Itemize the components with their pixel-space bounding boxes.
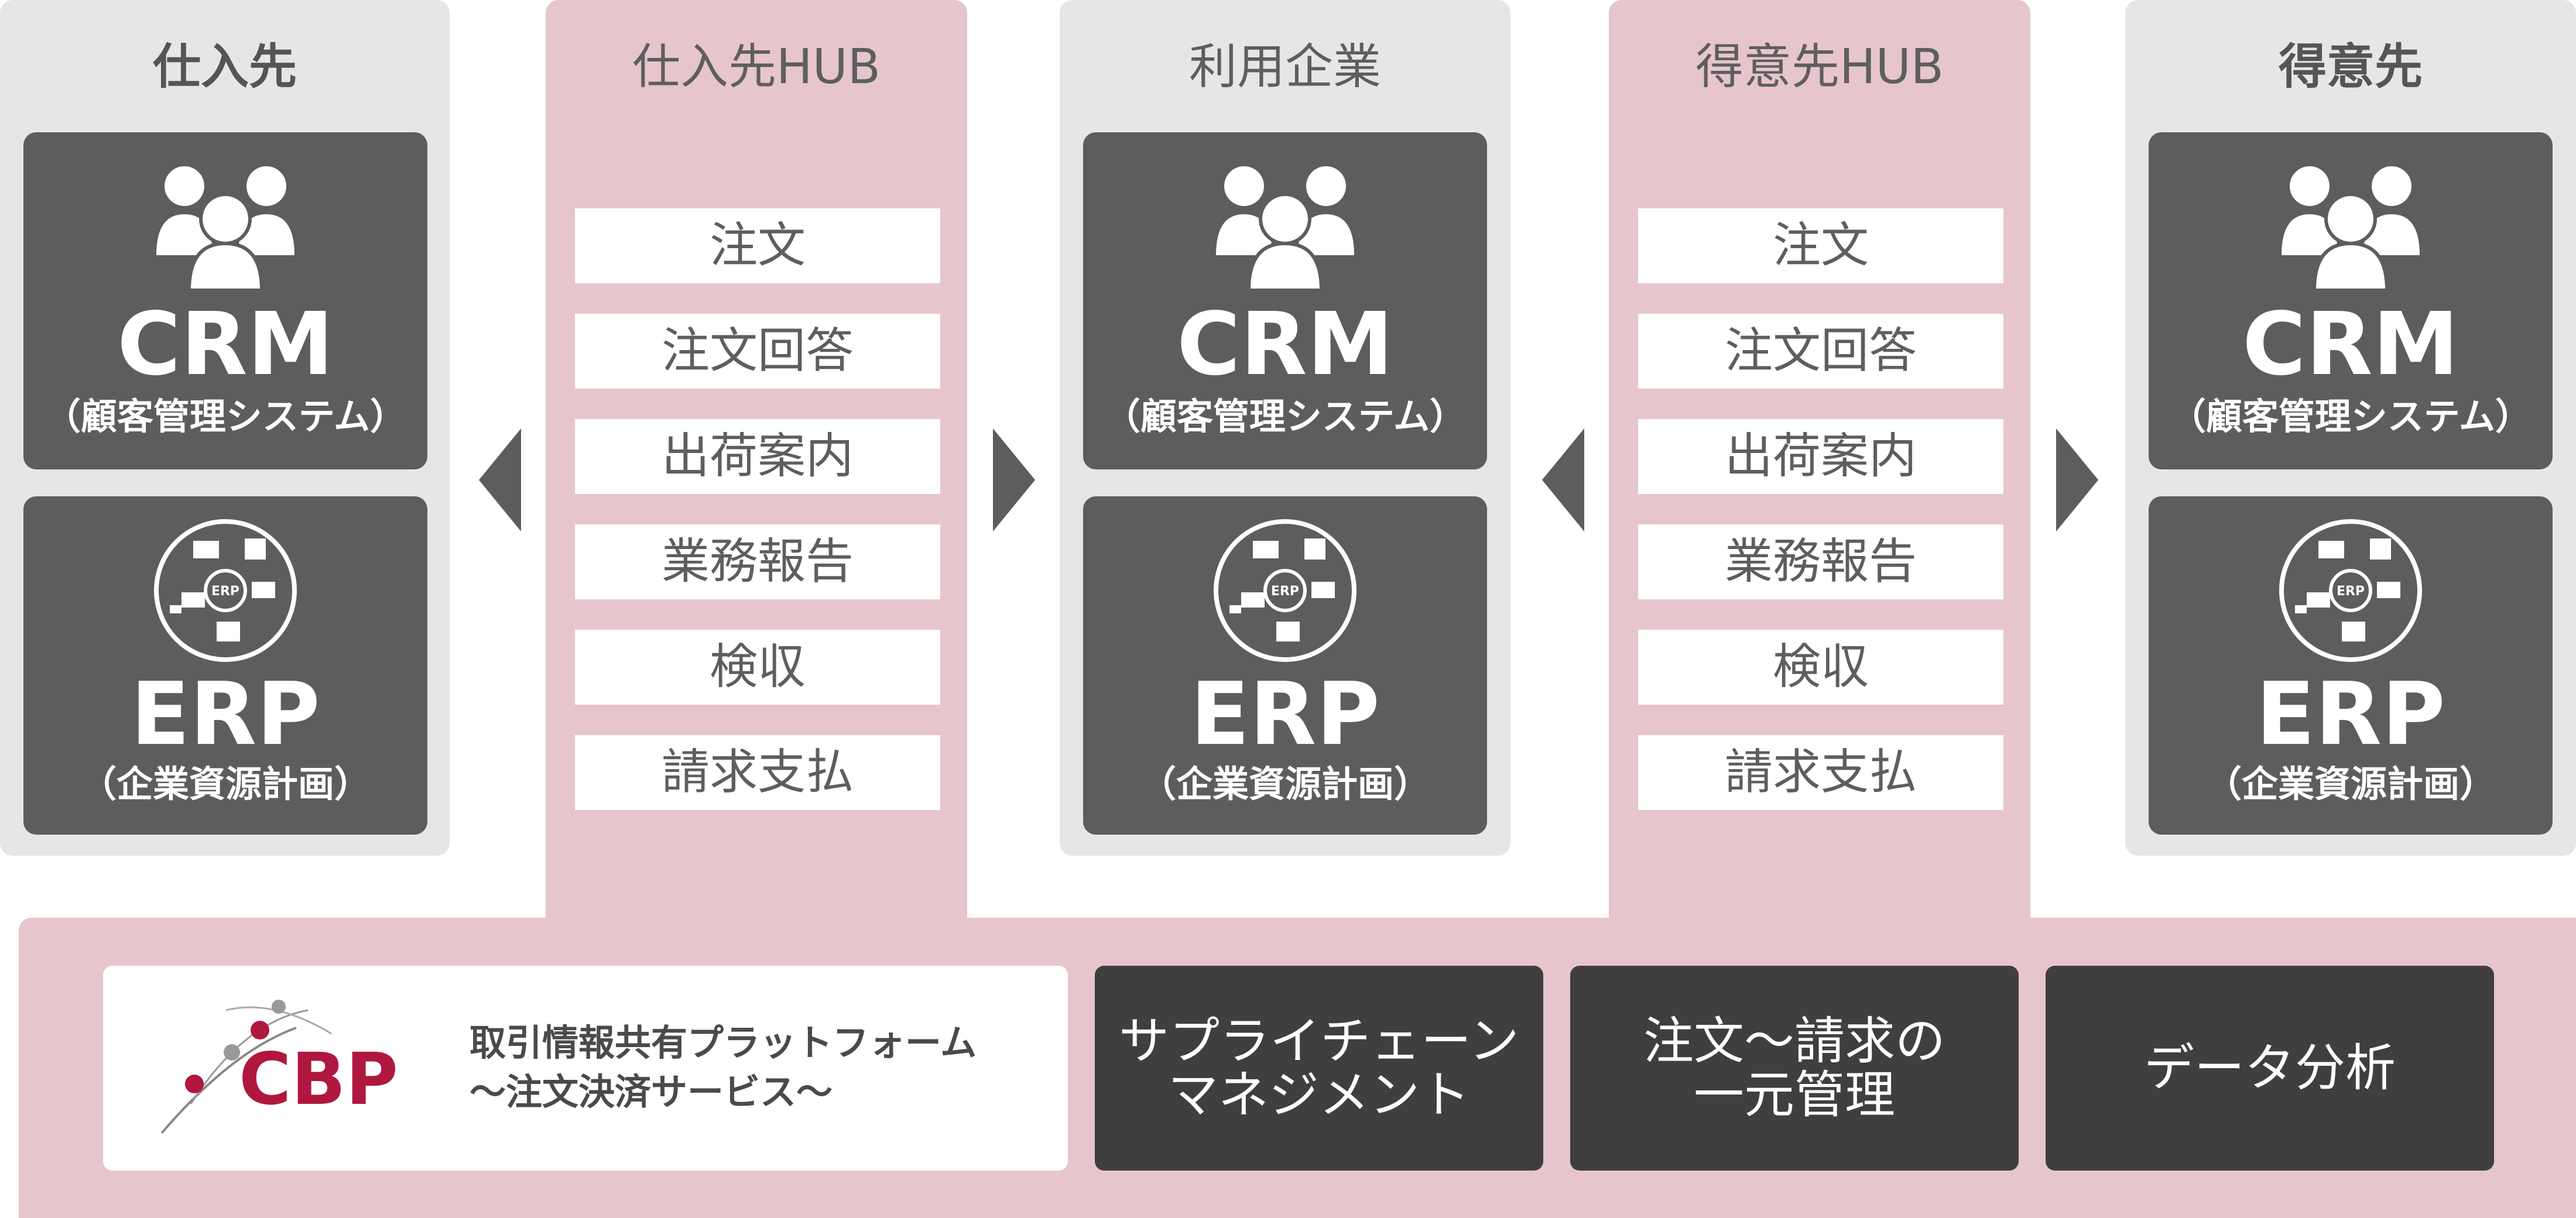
supplier-erp-sub: （企業資源計画）: [80, 763, 371, 805]
feature-line: マネジメント: [1168, 1066, 1470, 1124]
customer-crm-name: CRM: [2242, 294, 2459, 394]
feature-line: 一元管理: [1694, 1066, 1895, 1124]
arrow-left-icon: [1542, 428, 1584, 531]
erp-cycle-icon: ERP: [1214, 519, 1356, 662]
user-erp-sub: （企業資源計画）: [1139, 763, 1430, 805]
supplier-crm-sub: （顧客管理システム）: [44, 395, 407, 438]
customer-crm-box: CRM （顧客管理システム）: [2149, 132, 2553, 469]
customer-erp-box: ERP ERP （企業資源計画）: [2149, 496, 2553, 835]
people-icon: [2282, 166, 2420, 290]
arrow-right-icon: [993, 428, 1035, 531]
feature-line: データ分析: [2144, 1039, 2396, 1097]
arrow-left-icon: [479, 428, 521, 531]
supplier-crm-name: CRM: [117, 294, 334, 394]
supplier-erp-name: ERP: [131, 664, 320, 764]
feature-order-billing: 注文～請求の 一元管理: [1570, 966, 2019, 1171]
hub-item: 注文回答: [575, 314, 940, 389]
user-erp-box: ERP ERP （企業資源計画）: [1083, 496, 1487, 835]
supplier-crm-box: CRM （顧客管理システム）: [23, 132, 427, 469]
customer-column: 得意先 CRM （顧客管理システム） ERP ERP （企業資源計画）: [2125, 0, 2576, 856]
customer-hub-column: 得意先HUB 注文 注文回答 出荷案内 業務報告 検収 請求支払: [1609, 0, 2030, 936]
supplier-hub-title: 仕入先HUB: [632, 39, 881, 95]
user-crm-sub: （顧客管理システム）: [1104, 395, 1467, 438]
hub-item: 業務報告: [575, 524, 940, 599]
user-company-title: 利用企業: [1188, 39, 1381, 95]
customer-erp-sub: （企業資源計画）: [2205, 763, 2496, 805]
erp-icon-label: ERP: [1271, 584, 1299, 599]
cbp-logo: CBP: [160, 1000, 398, 1134]
cbp-platform-card: CBP 取引情報共有プラットフォーム ～注文決済サービス～: [103, 966, 1068, 1171]
cbp-title: 取引情報共有プラットフォーム ～注文決済サービス～: [470, 1018, 977, 1117]
hub-item: 注文: [575, 208, 940, 283]
hub-item: 請求支払: [575, 735, 940, 810]
erp-icon-label: ERP: [2337, 584, 2365, 599]
supplier-column: 仕入先 CRM （顧客管理システム） ERP ERP （企業資源計画）: [0, 0, 450, 856]
feature-line: 注文～請求の: [1643, 1012, 1945, 1071]
hub-item: 請求支払: [1638, 735, 2003, 810]
hub-item: 検収: [1638, 630, 2003, 705]
user-crm-box: CRM （顧客管理システム）: [1083, 132, 1487, 469]
hub-item: 検収: [575, 630, 940, 705]
customer-erp-name: ERP: [2256, 664, 2445, 764]
hub-item: 出荷案内: [575, 419, 940, 494]
feature-supply-chain: サプライチェーン マネジメント: [1095, 966, 1543, 1171]
hub-item: 注文回答: [1638, 314, 2003, 389]
user-crm-name: CRM: [1177, 294, 1393, 394]
feature-data-analysis: データ分析: [2046, 966, 2494, 1171]
hub-item: 注文: [1638, 208, 2003, 283]
user-company-column: 利用企業 CRM （顧客管理システム） ERP ERP （企業資源計画）: [1060, 0, 1510, 856]
erp-cycle-icon: ERP: [154, 519, 297, 662]
user-erp-name: ERP: [1190, 664, 1380, 764]
feature-line: サプライチェーン: [1119, 1012, 1519, 1071]
supplier-hub-column: 仕入先HUB 注文 注文回答 出荷案内 業務報告 検収 請求支払: [546, 0, 967, 936]
people-icon: [156, 166, 294, 290]
supplier-erp-box: ERP ERP （企業資源計画）: [23, 496, 427, 835]
cbp-title-line2: ～注文決済サービス～: [470, 1071, 833, 1113]
cbp-title-line1: 取引情報共有プラットフォーム: [470, 1021, 977, 1064]
hub-item: 業務報告: [1638, 524, 2003, 599]
customer-hub-title: 得意先HUB: [1695, 39, 1944, 95]
erp-cycle-icon: ERP: [2279, 519, 2422, 662]
hub-item: 出荷案内: [1638, 419, 2003, 494]
arrow-right-icon: [2056, 428, 2098, 531]
customer-crm-sub: （顧客管理システム）: [2169, 395, 2532, 438]
cbp-logo-text: CBP: [239, 1038, 398, 1121]
erp-icon-label: ERP: [211, 584, 239, 599]
people-icon: [1216, 166, 1354, 290]
supplier-title: 仕入先: [152, 39, 297, 95]
customer-title: 得意先: [2278, 39, 2423, 95]
